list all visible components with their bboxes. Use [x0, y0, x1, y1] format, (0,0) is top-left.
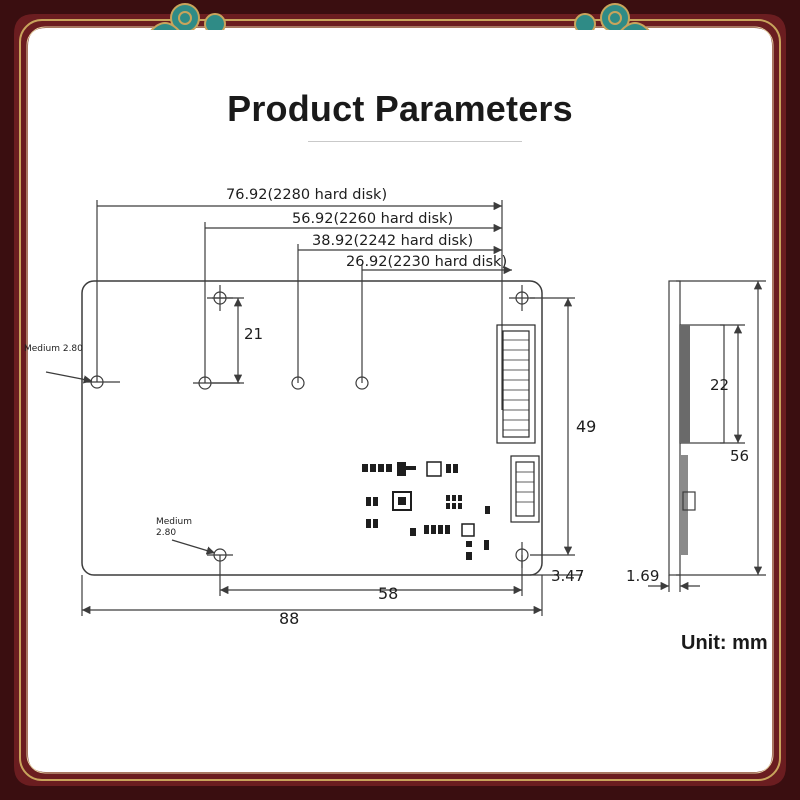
dimension-56-label: 56.92(2260 hard disk) — [292, 211, 453, 227]
fpc-connector — [510, 455, 540, 523]
hole-leader-top — [45, 371, 93, 384]
top-dimension-lines — [96, 200, 512, 410]
side-dimension-22-label: 22 — [710, 376, 729, 394]
dimension-3-47-label: 3.47 — [551, 567, 584, 585]
dimension-26-label: 26.92(2230 hard disk) — [346, 254, 507, 270]
dimension-58-label: 58 — [378, 584, 398, 603]
mounting-holes — [84, 285, 535, 568]
unit-label: Unit: mm — [681, 632, 768, 654]
side-dimension-1-69-label: 1.69 — [626, 567, 659, 585]
dimension-21-label: 21 — [244, 325, 263, 343]
dimension-49-line — [530, 297, 575, 556]
dimension-76-label: 76.92(2280 hard disk) — [226, 187, 387, 203]
dimension-88-label: 88 — [279, 609, 299, 628]
hole-label-top: Medium 2.80 — [24, 344, 83, 354]
hole-label-bottom-line2: 2.80 — [156, 528, 176, 538]
hole-label-bottom-line1: Medium — [156, 517, 192, 527]
page-title: Product Parameters — [227, 88, 573, 129]
title-underline — [308, 141, 522, 142]
side-view — [648, 280, 766, 592]
dimension-49-label: 49 — [576, 417, 596, 436]
hole-leader-bottom — [171, 539, 216, 555]
dimension-21-line — [212, 297, 244, 384]
bottom-dimension-lines — [81, 555, 582, 616]
side-dimension-56-label: 56 — [730, 447, 749, 465]
board-outline — [81, 280, 543, 576]
m2-connector — [496, 324, 536, 444]
dimension-38-label: 38.92(2242 hard disk) — [312, 233, 473, 249]
smd-components — [362, 461, 490, 560]
